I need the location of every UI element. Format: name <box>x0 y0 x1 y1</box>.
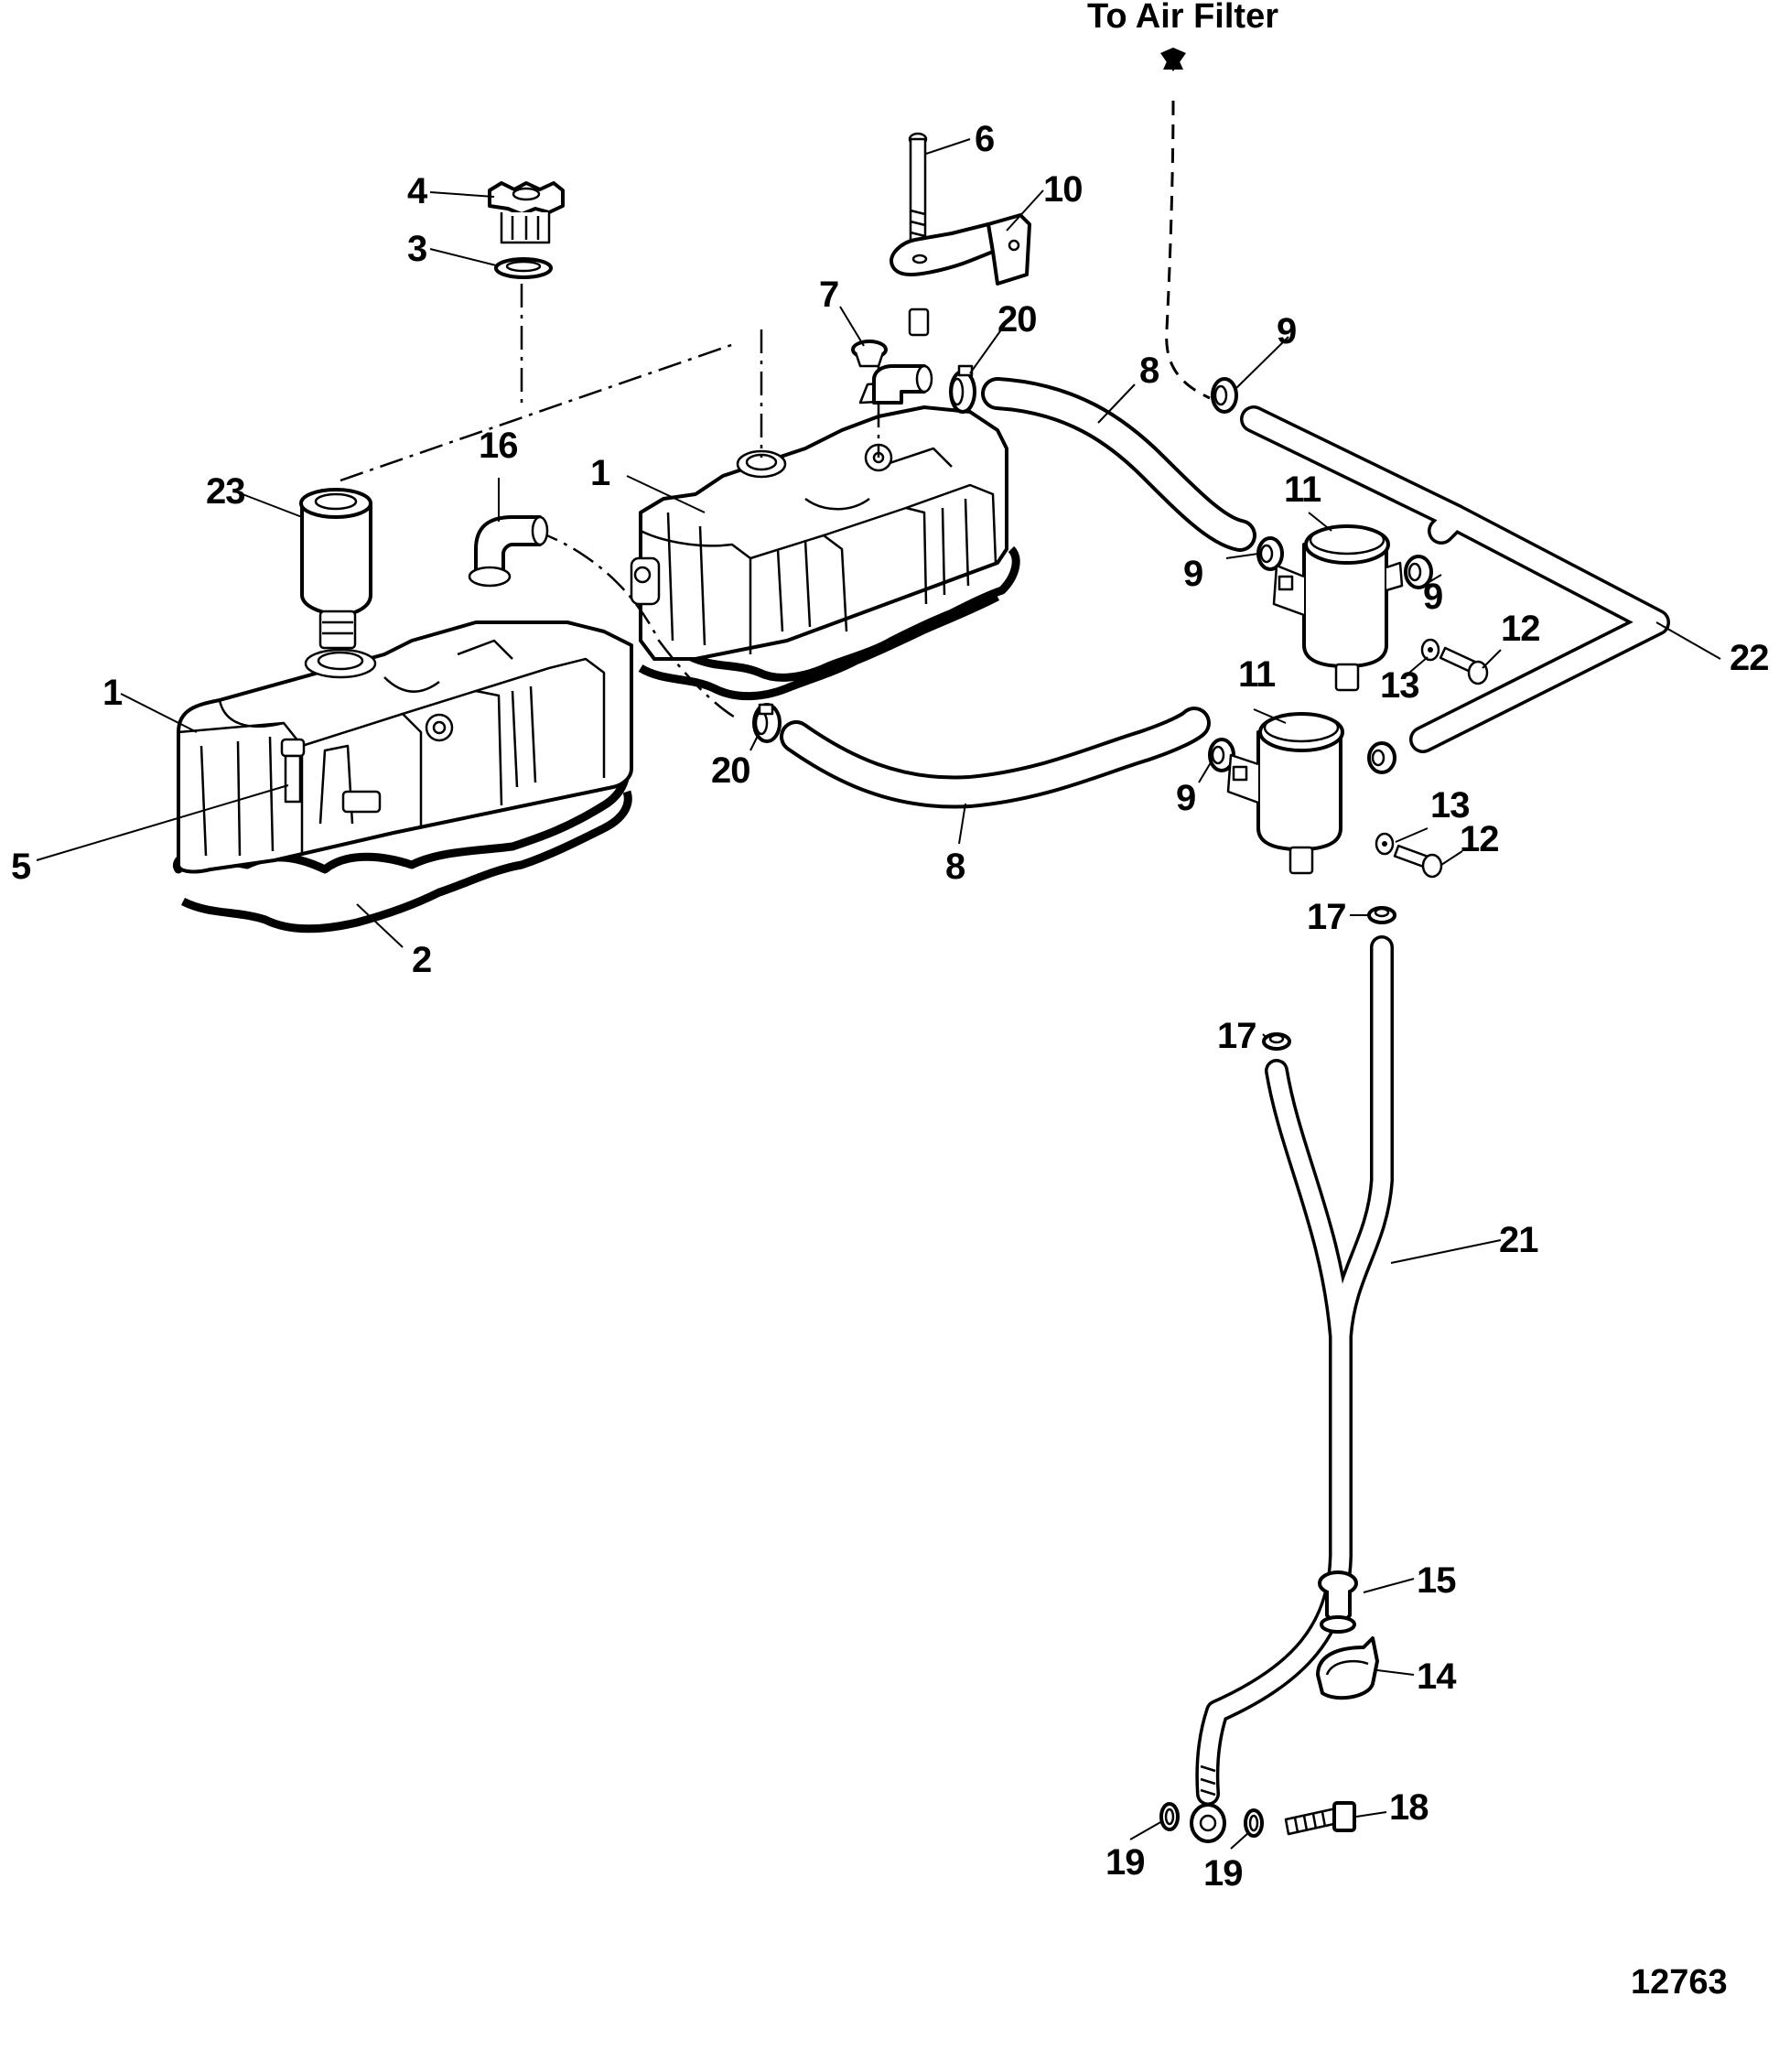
oil-separator-upper <box>1272 524 1404 692</box>
hose-p-clip <box>1316 1636 1379 1700</box>
right-elbow-fitting <box>872 364 933 405</box>
callout-19-right: 19 <box>1203 1853 1243 1894</box>
callout-22: 22 <box>1730 638 1769 678</box>
figure-number: 12763 <box>1631 1963 1728 2002</box>
callout-9-right-upper: 9 <box>1423 577 1442 617</box>
hose-clamp-17-lower <box>1262 1032 1291 1051</box>
oil-separator-lower <box>1226 712 1344 875</box>
right-valve-cover <box>630 381 1020 701</box>
elbow-fitting <box>468 515 549 588</box>
rubber-grommet <box>1318 1570 1358 1634</box>
oil-fill-cap <box>488 181 565 244</box>
callout-14: 14 <box>1417 1657 1457 1697</box>
washer-13-lower <box>1375 832 1395 856</box>
sealing-washer-right <box>1244 1808 1264 1838</box>
hose-clamp-20-upper <box>949 364 976 414</box>
callout-12-upper: 12 <box>1501 609 1540 649</box>
callout-2: 2 <box>412 940 431 980</box>
hose-clamp-9-top <box>1211 377 1238 414</box>
callout-18: 18 <box>1389 1787 1429 1828</box>
air-filter-arrow <box>1160 48 1211 400</box>
mounting-bracket <box>890 213 1031 286</box>
callout-9-top: 9 <box>1277 311 1296 351</box>
hose-clamp-20-lower <box>752 703 782 743</box>
callout-21: 21 <box>1499 1220 1538 1260</box>
left-valve-cover <box>173 621 633 933</box>
hose-clamp-9-left-upper <box>1256 536 1284 571</box>
callout-13-upper: 13 <box>1380 665 1419 706</box>
callout-8-upper: 8 <box>1139 351 1159 391</box>
vent-hose-upper <box>981 377 1256 552</box>
y-drain-hose <box>1190 935 1394 1843</box>
callout-20-lower: 20 <box>711 750 750 791</box>
callout-5: 5 <box>11 847 31 887</box>
oil-fill-tube <box>299 488 372 650</box>
cap-seal-ring <box>494 257 553 279</box>
callout-13-lower: 13 <box>1430 785 1470 826</box>
callout-1-right: 1 <box>590 453 610 493</box>
tee-hose <box>1240 405 1670 753</box>
bolt-12-lower <box>1393 844 1443 879</box>
callout-20-upper: 20 <box>997 299 1037 340</box>
callout-11-lower: 11 <box>1238 654 1276 695</box>
callout-9-left-upper: 9 <box>1183 554 1202 594</box>
bolt-12-upper <box>1439 646 1489 685</box>
callout-9-lower: 9 <box>1176 778 1195 818</box>
callout-8-lower: 8 <box>945 847 965 887</box>
callout-3: 3 <box>407 229 426 269</box>
bracket-bolt <box>908 132 928 264</box>
callout-7: 7 <box>819 275 838 315</box>
hose-clamp-tee-lower <box>1367 741 1396 774</box>
callout-23: 23 <box>206 471 245 512</box>
hose-clamp-17-upper <box>1367 906 1396 924</box>
breather-grommet <box>851 340 888 368</box>
callout-15: 15 <box>1417 1560 1456 1601</box>
callout-4: 4 <box>407 171 428 211</box>
banjo-bolt <box>1284 1801 1356 1836</box>
callout-1-left: 1 <box>102 673 123 713</box>
callout-10: 10 <box>1043 169 1083 210</box>
callout-6: 6 <box>975 119 994 159</box>
cover-bolt-left <box>280 738 306 804</box>
air-filter-caption: To Air Filter <box>1087 0 1278 36</box>
callout-16: 16 <box>479 426 518 466</box>
callout-17-upper: 17 <box>1307 897 1346 937</box>
callout-19-left: 19 <box>1105 1842 1145 1883</box>
bracket-spacer <box>908 308 930 337</box>
washer-13-upper <box>1420 638 1440 662</box>
sealing-washer-left <box>1159 1802 1180 1831</box>
callout-labels: 1 1 2 3 4 5 6 7 8 8 9 9 9 9 10 11 11 12 … <box>11 119 1770 1894</box>
leader-lines <box>36 138 1721 1850</box>
hose-clamp-9-right-upper <box>1404 555 1433 589</box>
callout-17-lower: 17 <box>1217 1016 1256 1056</box>
callout-12-lower: 12 <box>1460 819 1499 859</box>
vent-hose-lower <box>780 707 1211 809</box>
callout-11-upper: 11 <box>1284 469 1321 510</box>
